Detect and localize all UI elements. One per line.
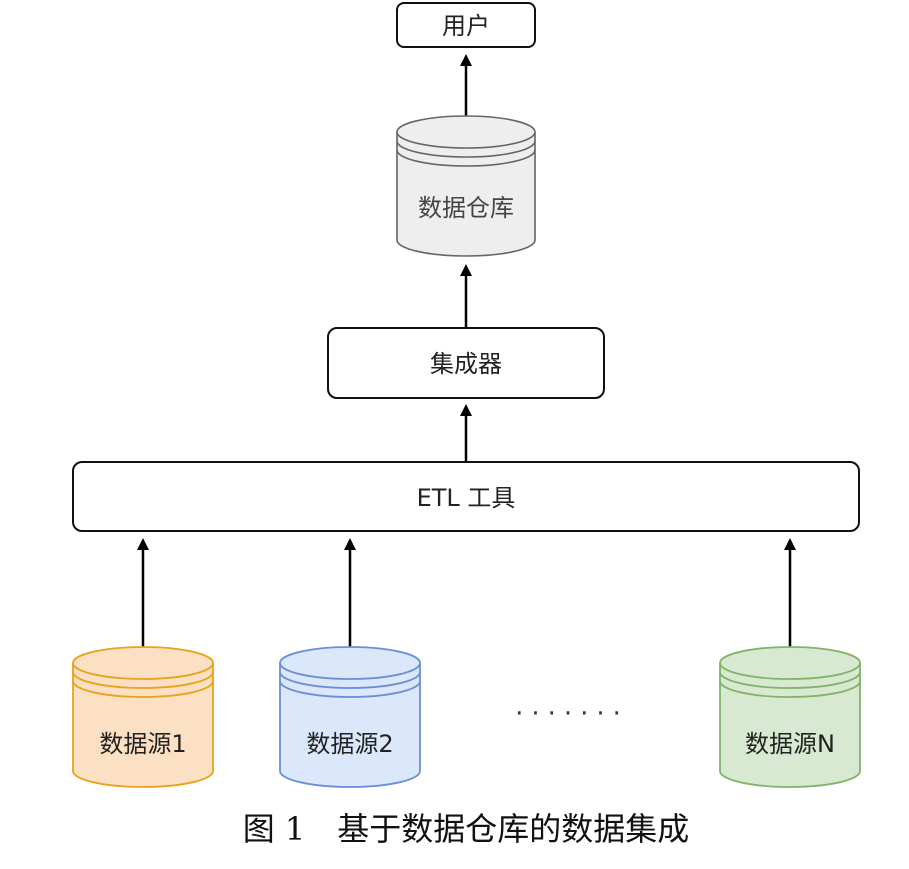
warehouse-label: 数据仓库 bbox=[418, 194, 514, 222]
sourceN-cylinder: 数据源N bbox=[719, 646, 861, 788]
user-node: 用户 bbox=[396, 2, 536, 48]
source2-cylinder: 数据源2 bbox=[279, 646, 421, 788]
integrator-label: 集成器 bbox=[430, 350, 502, 378]
sourceN-label: 数据源N bbox=[745, 730, 835, 758]
figure-caption: 图 1 基于数据仓库的数据集成 bbox=[243, 810, 690, 848]
source1-label: 数据源1 bbox=[99, 730, 186, 758]
user-label: 用户 bbox=[442, 12, 490, 40]
source1-cylinder: 数据源1 bbox=[72, 646, 214, 788]
etl-label: ETL 工具 bbox=[417, 484, 516, 512]
more-sources-ellipsis: ······· bbox=[515, 699, 629, 729]
warehouse-cylinder: 数据仓库 bbox=[396, 115, 536, 257]
source2-label: 数据源2 bbox=[306, 730, 393, 758]
integrator-node: 集成器 bbox=[327, 327, 605, 399]
etl-node: ETL 工具 bbox=[72, 461, 860, 532]
